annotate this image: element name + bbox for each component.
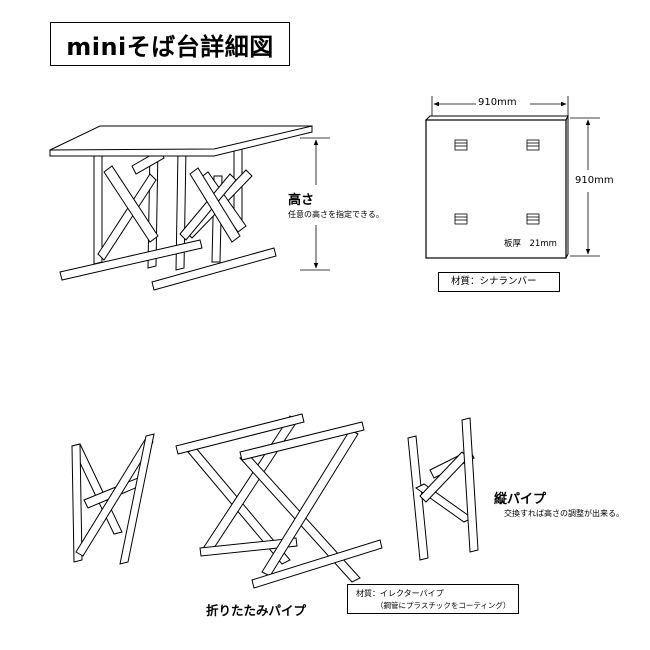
floor-runner-right xyxy=(151,247,277,291)
fold-rail-back-bottom xyxy=(199,537,298,557)
front-cross-bar xyxy=(97,173,157,261)
diagram-title: miniそば台詳細図 xyxy=(50,22,290,66)
fold-diagonal-front-2 xyxy=(261,429,359,577)
side-frame xyxy=(71,433,155,565)
pipe-material-box: 材質：イレクターパイプ （鋼管にプラスチックをコーティング） xyxy=(347,584,519,614)
height-dimension xyxy=(300,137,330,271)
folding-frame xyxy=(175,413,383,589)
board-plan xyxy=(424,96,600,259)
side-frame-cross xyxy=(75,437,154,557)
vertical-frame xyxy=(407,417,479,561)
front-cross-bar-2 xyxy=(103,165,159,243)
vert-pipe-left xyxy=(407,435,429,561)
clamp-bottom-left xyxy=(454,213,468,225)
table-top-edge xyxy=(49,125,313,157)
side-frame-leg-right xyxy=(119,433,155,565)
clamp-top-left xyxy=(454,139,468,151)
clamp-top-right xyxy=(526,139,540,151)
fold-rail-front-bottom xyxy=(251,539,383,589)
depth-dimension-label: 910mm xyxy=(575,175,614,186)
assembled-table xyxy=(49,125,313,291)
fold-rail-back-top xyxy=(175,413,305,455)
height-note: 任意の高さを指定できる。 xyxy=(288,210,384,219)
height-label: 高さ xyxy=(288,193,315,208)
vertical-pipe-note: 交換すれば高さの調整が出来る。 xyxy=(504,509,624,518)
fold-rail-front-top xyxy=(239,421,365,461)
clamp-bottom-right xyxy=(526,213,540,225)
floor-runner-left xyxy=(59,239,203,281)
vert-diagonal-2 xyxy=(419,451,469,503)
folding-pipe-label: 折りたたみパイプ xyxy=(206,603,307,618)
side-frame-leg-left xyxy=(71,443,83,563)
right-cross-bar-2 xyxy=(189,167,241,243)
width-dimension-label: 910mm xyxy=(478,97,517,108)
front-left-leg xyxy=(93,149,103,265)
board-material-label: 材質：シナランバー xyxy=(438,272,560,292)
pipe-material-note: （鋼管にプラスチックをコーティング） xyxy=(376,601,511,610)
vertical-pipe-label: 縦パイプ xyxy=(494,492,547,507)
vert-pipe-right xyxy=(461,417,479,553)
pipe-material-label: 材質：イレクターパイプ xyxy=(356,589,444,598)
board-thickness-label: 板厚 21mm xyxy=(504,239,557,249)
